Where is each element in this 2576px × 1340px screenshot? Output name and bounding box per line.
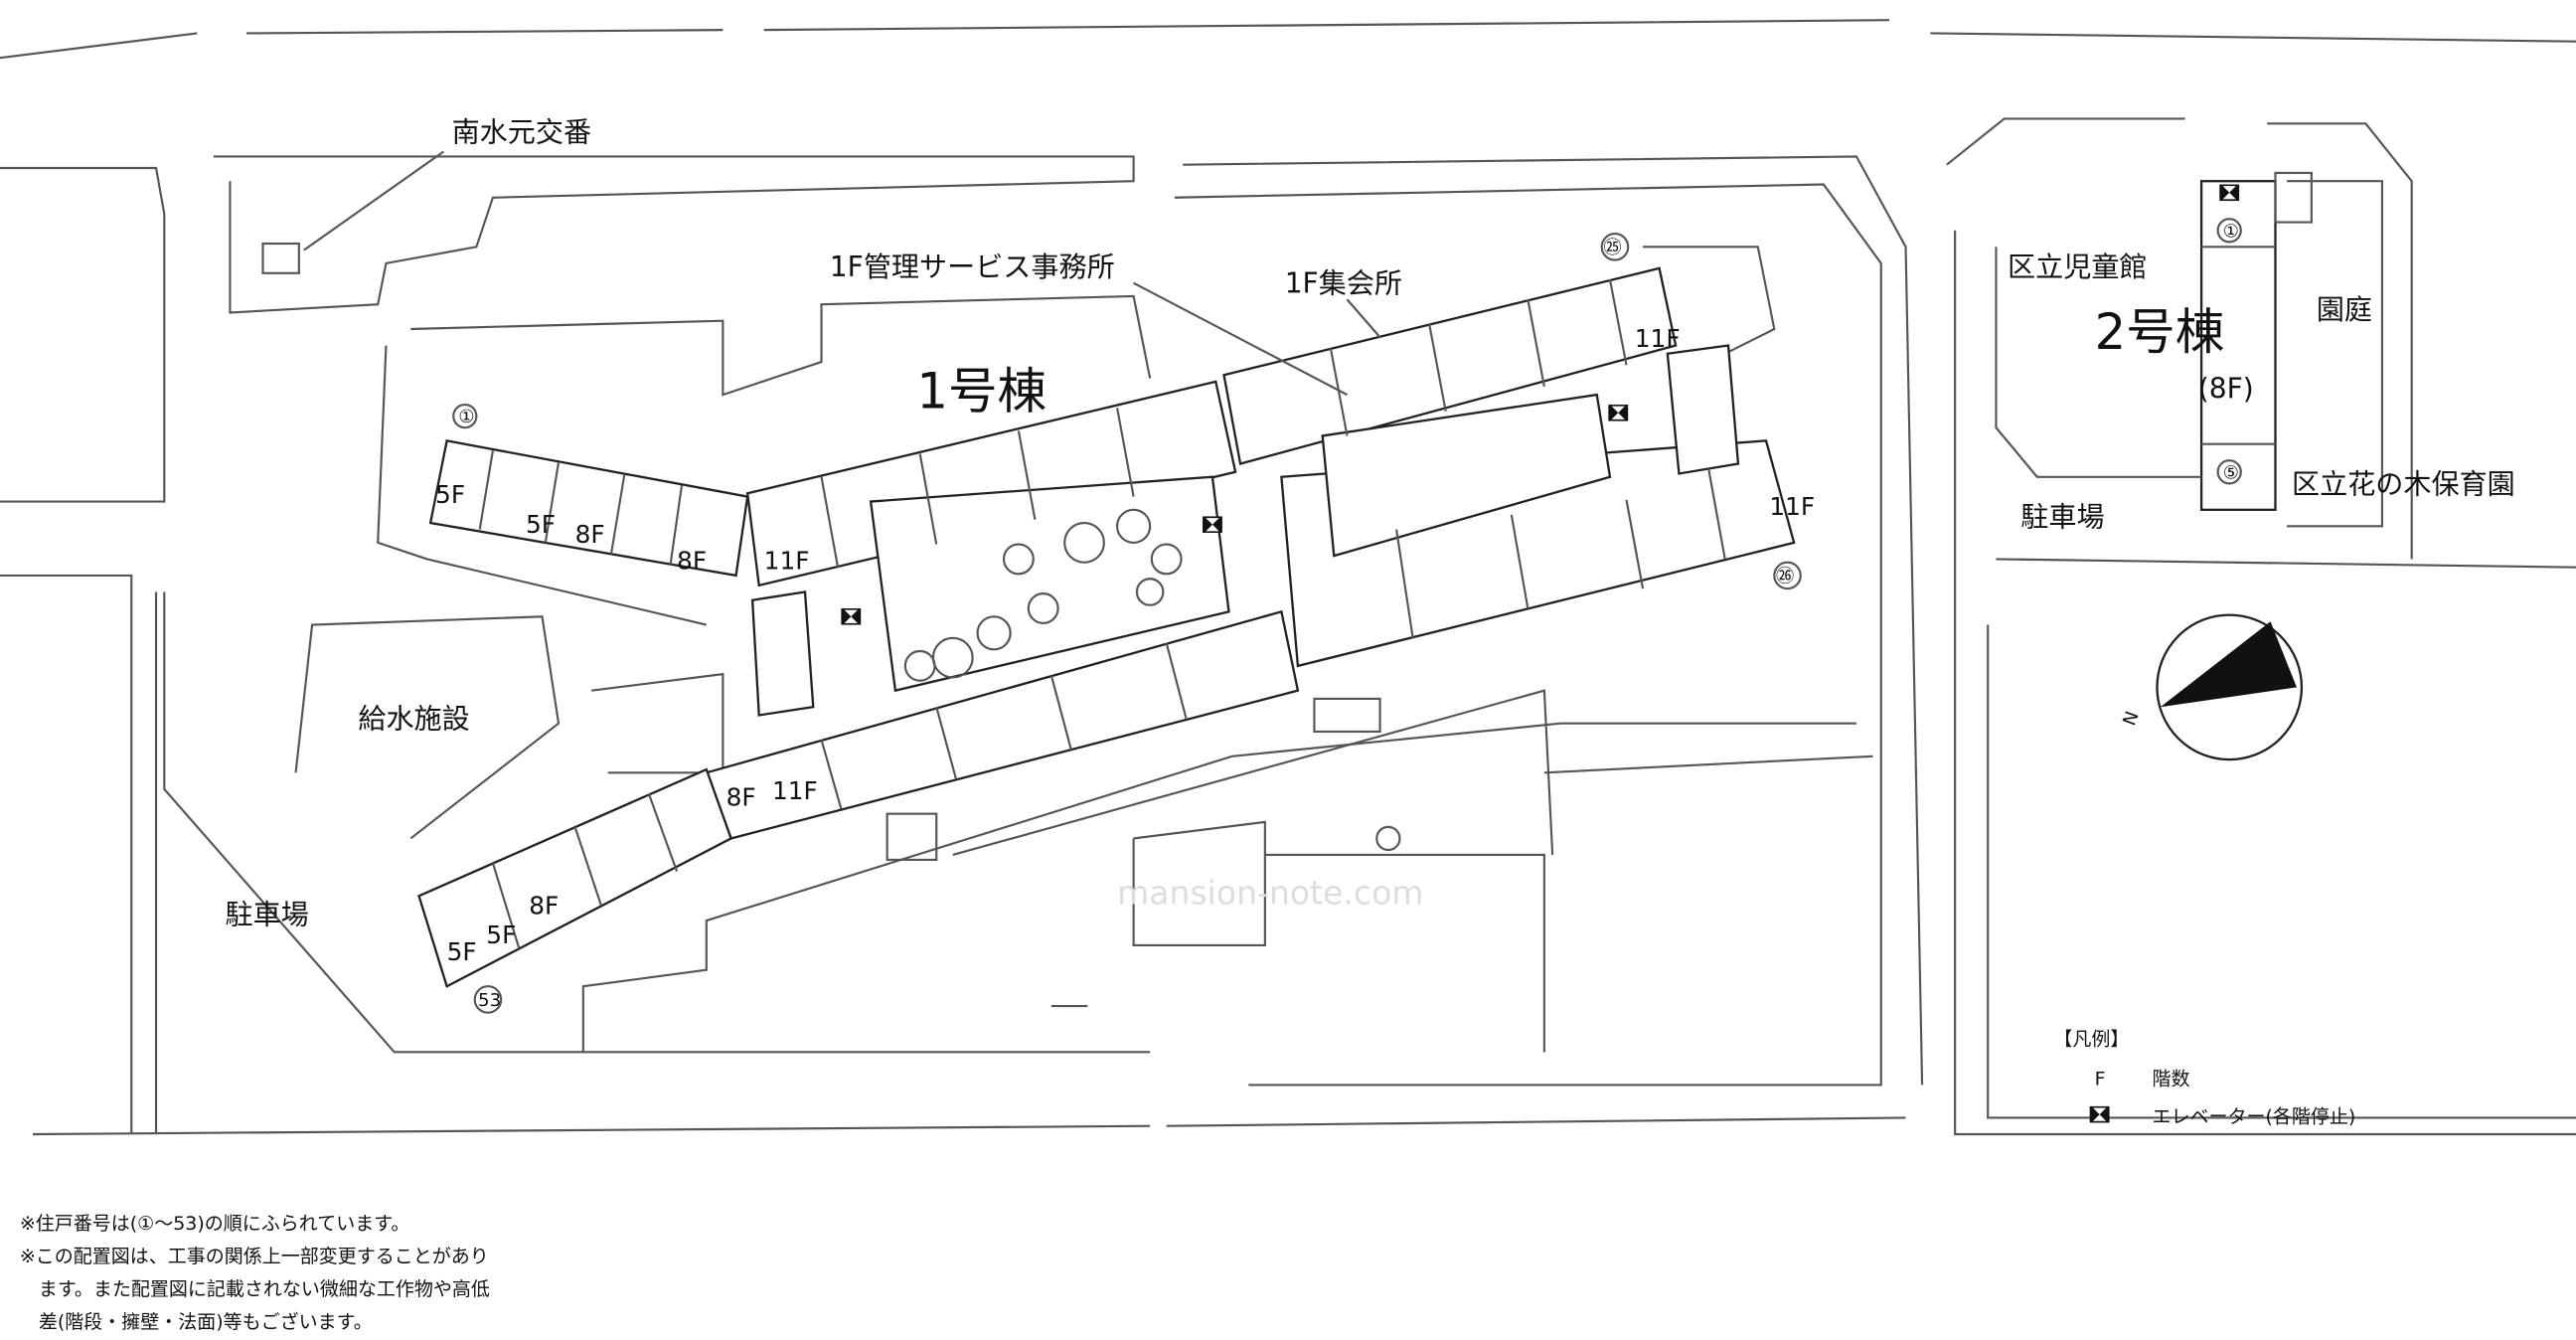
svg-text:8F: 8F — [529, 891, 559, 920]
legend: 【凡例】 F 階数 エレベーター(各階停止) — [2053, 1029, 2355, 1128]
north-compass-icon: N — [2119, 613, 2304, 761]
floor-labels: 5F 5F 8F 8F 11F 11F 11F 8F 11F 8F 5F 5F — [435, 324, 1815, 966]
svg-text:11F: 11F — [1769, 492, 1815, 521]
svg-text:※住戸番号は(①〜53)の順にふられています。: ※住戸番号は(①〜53)の順にふられています。 — [20, 1213, 410, 1235]
svg-text:㉕: ㉕ — [1603, 238, 1621, 258]
legend-floor-symbol: F — [2095, 1068, 2106, 1089]
label-water-facility: 給水施設 — [358, 703, 469, 736]
svg-text:5F: 5F — [486, 921, 516, 949]
elevator-icons — [841, 184, 2240, 625]
label-koban: 南水元交番 — [452, 116, 591, 149]
svg-text:11F: 11F — [1635, 324, 1681, 353]
label-nursery: 区立花の木保育園 — [2292, 467, 2515, 500]
label-garden: 園庭 — [2317, 293, 2372, 326]
legend-floor-label: 階数 — [2153, 1068, 2190, 1089]
label-building-1: 1号棟 — [916, 362, 1046, 419]
elevator-icon — [2089, 1105, 2110, 1123]
legend-elevator-label: エレベーター(各階停止) — [2153, 1105, 2356, 1127]
svg-text:5F: 5F — [526, 510, 556, 539]
svg-text:11F: 11F — [764, 546, 810, 575]
legend-title: 【凡例】 — [2053, 1029, 2129, 1051]
svg-text:8F: 8F — [726, 782, 756, 811]
svg-text:8F: 8F — [575, 520, 605, 549]
svg-text:ます。また配置図に記載されない微細な工作物や高低: ます。また配置図に記載されない微細な工作物や高低 — [20, 1278, 490, 1300]
roads — [0, 19, 2576, 1136]
notes: ※住戸番号は(①〜53)の順にふられています。 ※この配置図は、工事の関係上一部… — [20, 1213, 490, 1333]
svg-text:※この配置図は、工事の関係上一部変更することがあり: ※この配置図は、工事の関係上一部変更することがあり — [20, 1246, 489, 1267]
label-building-2-floors: (8F) — [2198, 372, 2254, 405]
label-children-hall: 区立児童館 — [2008, 251, 2147, 283]
svg-text:5F: 5F — [447, 937, 477, 966]
svg-text:差(階段・擁壁・法面)等もございます。: 差(階段・擁壁・法面)等もございます。 — [20, 1310, 373, 1333]
svg-text:8F: 8F — [677, 546, 707, 575]
compass-n-label: N — [2119, 709, 2143, 729]
svg-text:11F: 11F — [772, 776, 818, 805]
courtyard-trees — [903, 508, 1183, 682]
svg-text:⑤: ⑤ — [2223, 462, 2239, 483]
unit-numbers: ① ㉕ ㉖ 53 ① ⑤ — [452, 218, 2242, 1014]
svg-text:㉖: ㉖ — [1776, 567, 1794, 587]
svg-text:5F: 5F — [435, 480, 465, 509]
svg-text:①: ① — [2223, 221, 2239, 242]
watermark: mansion-note.com — [1117, 874, 1423, 913]
label-parking-east: 駐車場 — [2020, 500, 2104, 533]
label-office: 1F管理サービス事務所 — [830, 251, 1115, 283]
svg-text:①: ① — [458, 407, 474, 427]
building-1 — [417, 266, 1796, 988]
label-building-2: 2号棟 — [2095, 303, 2225, 361]
label-meeting-room: 1F集会所 — [1285, 267, 1402, 300]
svg-text:53: 53 — [478, 990, 501, 1011]
label-parking-west: 駐車場 — [225, 898, 308, 930]
